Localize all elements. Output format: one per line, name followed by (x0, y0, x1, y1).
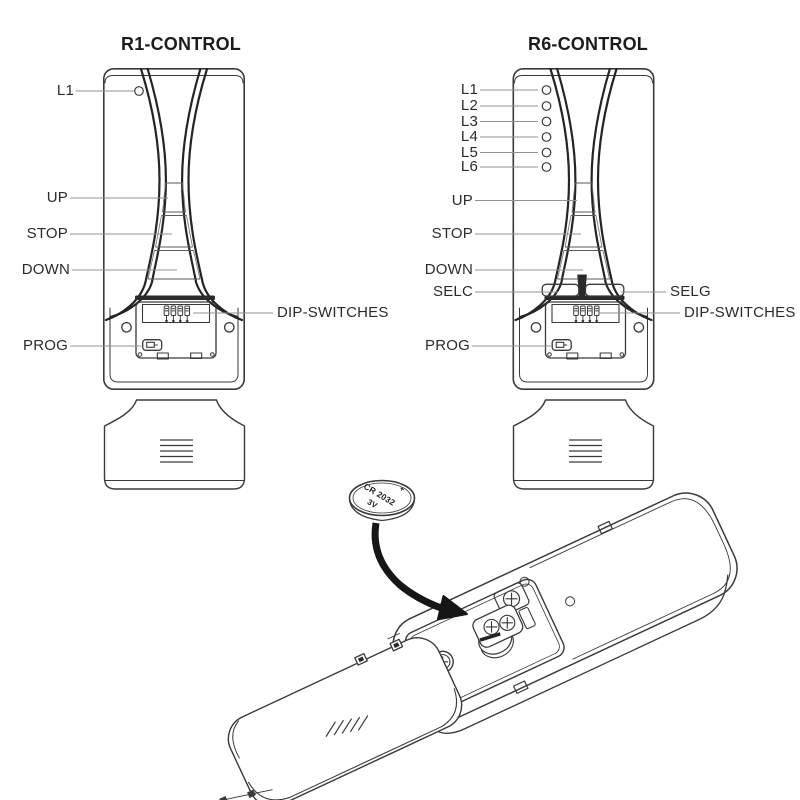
r6-label-l1: L1 (460, 81, 478, 98)
selc-button (541, 283, 580, 297)
r6-label-l5: L5 (460, 143, 478, 161)
r1-extras (134, 86, 144, 96)
r1-label-up: UP (46, 189, 68, 206)
r6-title: R6-CONTROL (528, 34, 648, 54)
r1-battery-cover (103, 399, 246, 490)
r6-label-prog: PROG (425, 337, 470, 354)
r6-label-dip: DIP-SWITCHES (684, 304, 796, 321)
r1-label-l1: L1 (56, 82, 74, 99)
r6-label-stop: STOP (431, 225, 473, 242)
r6-label-l6: L6 (460, 158, 478, 175)
r1-leader-lines (70, 90, 273, 347)
contact-post (518, 606, 536, 630)
r1-label-stop: STOP (26, 225, 68, 242)
r6-label-down: DOWN (424, 261, 473, 278)
r6-led-2 (541, 101, 552, 111)
battery-cover-3d (227, 637, 463, 800)
grip-lines-3d (325, 715, 369, 737)
battery-polarity-text: + (398, 484, 407, 494)
insert-arrow (371, 522, 468, 621)
r6-label-up: UP (451, 191, 473, 209)
r6-label-selc: SELC (433, 283, 473, 300)
r1-label-prog: PROG (23, 337, 68, 354)
r6-led-5 (541, 147, 552, 158)
r6-extras (541, 85, 625, 297)
shell-hole (565, 596, 576, 607)
r6-led-3 (541, 116, 552, 127)
r6-led-6 (541, 162, 552, 172)
coin-battery: CR 2032 3V + (348, 479, 416, 522)
r6-label-l4: L4 (460, 128, 478, 145)
r6-label-l3: L3 (460, 112, 478, 130)
battery-holder (472, 604, 524, 659)
shell-hole (519, 576, 530, 587)
cover-clip (597, 520, 613, 535)
r1-title: R1-CONTROL (121, 34, 241, 54)
r6-remote-front (513, 69, 653, 389)
cover-clips (354, 638, 404, 666)
r6-leader-lines (472, 89, 680, 347)
cover-clip (513, 680, 529, 694)
selg-button (584, 283, 625, 297)
r6-led-4 (541, 132, 552, 142)
r6-battery-cover (512, 399, 655, 490)
r1-led (134, 86, 144, 96)
r1-label-dip: DIP-SWITCHES (277, 304, 389, 321)
r6-led-1 (541, 85, 552, 95)
remote-3d-open (387, 492, 738, 734)
screw-bracket (493, 582, 530, 616)
cover-rail-clips (211, 789, 273, 800)
r1-label-down: DOWN (21, 261, 70, 278)
r1-remote-front (104, 69, 244, 389)
r6-label-selg: SELG (670, 283, 711, 300)
r6-label-l2: L2 (460, 97, 478, 114)
